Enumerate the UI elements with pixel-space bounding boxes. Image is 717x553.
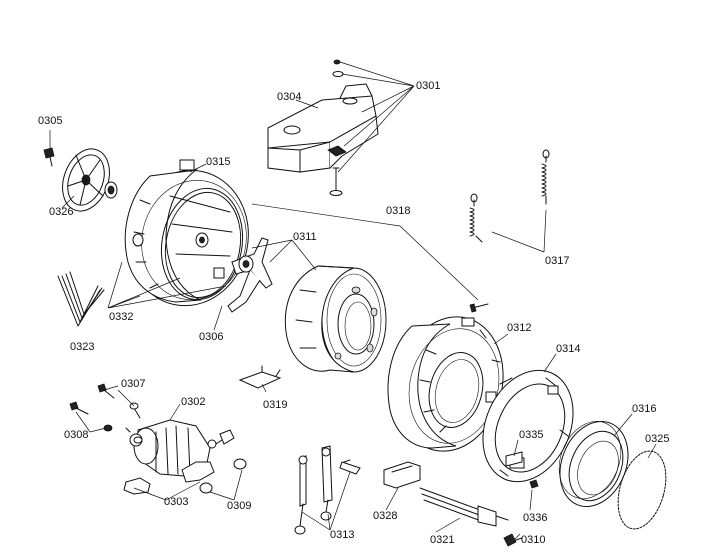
front-tub-0312 xyxy=(387,316,504,452)
label-0313: 0313 xyxy=(330,529,354,541)
label-0323: 0323 xyxy=(70,341,94,353)
label-0308: 0308 xyxy=(64,429,88,441)
clip-0335 xyxy=(505,451,539,489)
drive-belt-0323 xyxy=(57,271,105,327)
label-0335: 0335 xyxy=(519,429,543,441)
label-0336: 0336 xyxy=(523,512,547,524)
part-labels: 0301 0302 0303 0304 0305 0306 0307 0308 … xyxy=(38,80,669,546)
label-0326: 0326 xyxy=(49,206,73,218)
label-0310: 0310 xyxy=(521,534,545,546)
leader-lines xyxy=(49,61,657,541)
door-gasket-0316 xyxy=(558,420,629,508)
bolt-0318 xyxy=(469,303,489,313)
label-0328: 0328 xyxy=(373,510,397,522)
motor-0302 xyxy=(125,419,235,483)
label-0305: 0305 xyxy=(38,115,62,127)
clamp-ring-0325 xyxy=(617,450,667,530)
label-0302: 0302 xyxy=(181,396,205,408)
motor-fixings xyxy=(69,383,247,495)
label-0315: 0315 xyxy=(206,156,230,168)
label-0303: 0303 xyxy=(164,496,188,508)
counterweight-0304 xyxy=(267,59,379,196)
label-0318: 0318 xyxy=(386,205,410,217)
label-0321: 0321 xyxy=(430,534,454,546)
tub-seal-0306 xyxy=(160,187,244,301)
label-0309: 0309 xyxy=(227,500,251,512)
label-0312: 0312 xyxy=(507,322,531,334)
drum-spider-0311 xyxy=(227,237,273,313)
label-0325: 0325 xyxy=(645,433,669,445)
label-0311: 0311 xyxy=(293,231,317,243)
label-0307: 0307 xyxy=(121,378,145,390)
label-0306: 0306 xyxy=(199,331,223,343)
heater-0321 xyxy=(383,461,523,547)
label-0316: 0316 xyxy=(632,403,656,415)
pulley-0326 xyxy=(43,147,118,212)
label-0332: 0332 xyxy=(109,311,133,323)
shock-absorbers-0313 xyxy=(294,445,361,535)
tub-ring-0314 xyxy=(482,369,574,483)
label-0301: 0301 xyxy=(416,80,440,92)
label-0304: 0304 xyxy=(277,91,301,103)
springs-0317 xyxy=(469,149,550,243)
label-0317: 0317 xyxy=(545,255,569,267)
label-0319: 0319 xyxy=(263,399,287,411)
label-0314: 0314 xyxy=(556,343,580,355)
bracket-0319 xyxy=(238,365,282,389)
drum-0311 xyxy=(284,265,387,373)
